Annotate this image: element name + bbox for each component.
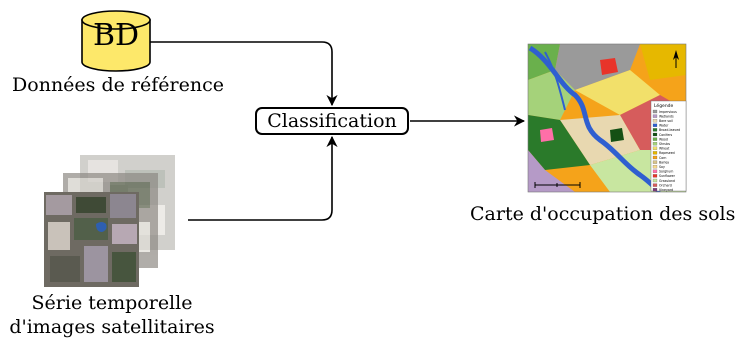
legend-item-label: Sorghum	[659, 170, 673, 174]
legend-swatch	[652, 151, 658, 155]
legend-swatch	[652, 155, 658, 160]
database-cylinder-icon	[81, 10, 151, 72]
legend-swatch	[652, 178, 658, 183]
database-label: BD	[92, 18, 140, 53]
legend-swatch	[652, 165, 658, 169]
satellite-image-front	[44, 192, 139, 287]
connector-lines	[150, 41, 526, 221]
legend-item-label: Wheat	[659, 147, 670, 151]
arrow-database-to-classification	[150, 41, 338, 107]
legend-item-label: Wood	[659, 137, 668, 141]
legend-swatch	[652, 123, 658, 127]
legend-swatch	[652, 188, 658, 192]
arrow-images-to-classification	[188, 135, 338, 221]
legend-item-label: Rapeseed	[659, 151, 675, 155]
satellite-caption-line1: Série temporelle	[31, 292, 193, 314]
legend-swatch	[652, 142, 658, 146]
legend-swatch	[652, 119, 658, 123]
legend-item-label: Bare soil	[659, 119, 673, 123]
legend-swatch	[652, 146, 658, 150]
legend-swatch	[652, 160, 658, 164]
legend-swatch	[652, 109, 658, 114]
legend-item-label: Corn	[659, 156, 666, 160]
legend-item-label: Soy	[659, 165, 665, 169]
legend-item-label: Orchard	[659, 183, 672, 187]
legend-item-label: Conifers	[659, 133, 672, 137]
satellite-image-stack	[44, 155, 175, 287]
north-arrow-icon	[673, 50, 679, 68]
legend-item-label: Barley	[659, 160, 669, 164]
legend-swatch	[652, 114, 658, 118]
classification-label: Classification	[267, 110, 397, 132]
legend-item-label: Vineyard	[659, 188, 673, 192]
legend-item-label: Sunflower	[659, 174, 676, 178]
satellite-caption-line2: d'images satellitaires	[9, 316, 215, 338]
legend-swatch	[652, 174, 658, 178]
legend-swatch	[652, 128, 658, 132]
legend-swatch	[652, 132, 658, 137]
legend-swatch	[652, 183, 658, 187]
legend-swatch	[652, 169, 658, 173]
scale-bar	[534, 182, 581, 188]
legend-item-label: Wetlands	[659, 114, 674, 118]
map-caption: Carte d'occupation des sols	[470, 203, 735, 225]
legend-item-label: Impervious	[659, 110, 677, 114]
legend-item-label: Shrubs	[659, 142, 670, 146]
database-caption: Données de référence	[12, 74, 224, 96]
classification-box: Classification	[255, 107, 409, 135]
legend-item-label: Broad-leaved	[659, 128, 680, 132]
legend-title: Légende	[654, 102, 674, 109]
legend-item-label: Water	[659, 124, 669, 128]
legend-swatch	[652, 137, 658, 141]
legend-item-label: Grassland	[659, 179, 675, 183]
